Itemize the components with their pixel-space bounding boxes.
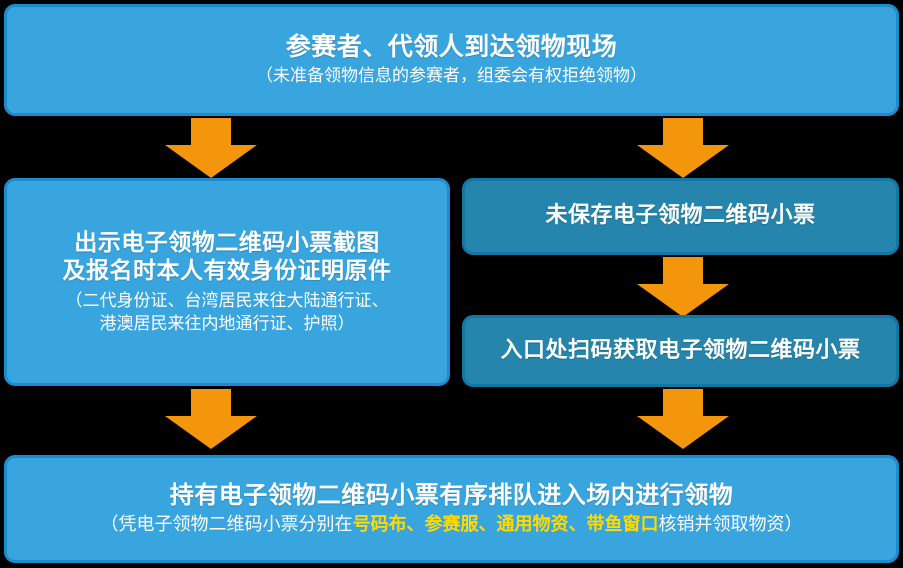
down-arrow-icon	[165, 389, 257, 449]
down-arrow-icon	[637, 118, 729, 178]
node-scan-at-entrance-title: 入口处扫码获取电子领物二维码小票	[500, 337, 861, 363]
node-arrive-title: 参赛者、代领人到达领物现场	[285, 31, 618, 61]
node-queue-and-collect-title: 持有电子领物二维码小票有序排队进入场内进行领物	[169, 480, 734, 509]
node-queue-and-collect-subtitle: （凭电子领物二维码小票分别在号码布、参赛服、通用物资、带鱼窗口核销并领取物资）	[101, 513, 803, 537]
node-show-documents-title: 出示电子领物二维码小票截图 及报名时本人有效身份证明原件	[62, 229, 392, 284]
node-ticket-not-saved-title: 未保存电子领物二维码小票	[545, 203, 816, 229]
down-arrow-icon	[637, 389, 729, 449]
highlighted-window-names: 号码布、参赛服、通用物资、带鱼窗口	[352, 513, 659, 535]
node-show-documents: 出示电子领物二维码小票截图 及报名时本人有效身份证明原件 （二代身份证、台湾居民…	[4, 178, 450, 386]
node-queue-and-collect: 持有电子领物二维码小票有序排队进入场内进行领物 （凭电子领物二维码小票分别在号码…	[4, 455, 899, 563]
subtitle-text-0: （凭电子领物二维码小票分别在	[100, 513, 353, 535]
node-scan-at-entrance: 入口处扫码获取电子领物二维码小票	[462, 315, 899, 387]
node-arrive: 参赛者、代领人到达领物现场 （未准备领物信息的参赛者，组委会有权拒绝领物）	[4, 4, 899, 116]
down-arrow-icon	[165, 118, 257, 178]
subtitle-text-2: 核销并领取物资）	[658, 513, 803, 535]
node-arrive-subtitle: （未准备领物信息的参赛者，组委会有权拒绝领物）	[256, 66, 647, 87]
node-ticket-not-saved: 未保存电子领物二维码小票	[462, 178, 899, 255]
down-arrow-icon	[637, 257, 729, 317]
node-show-documents-subtitle: （二代身份证、台湾居民来往大陆通行证、 港澳居民来往内地通行证、护照）	[65, 290, 389, 334]
